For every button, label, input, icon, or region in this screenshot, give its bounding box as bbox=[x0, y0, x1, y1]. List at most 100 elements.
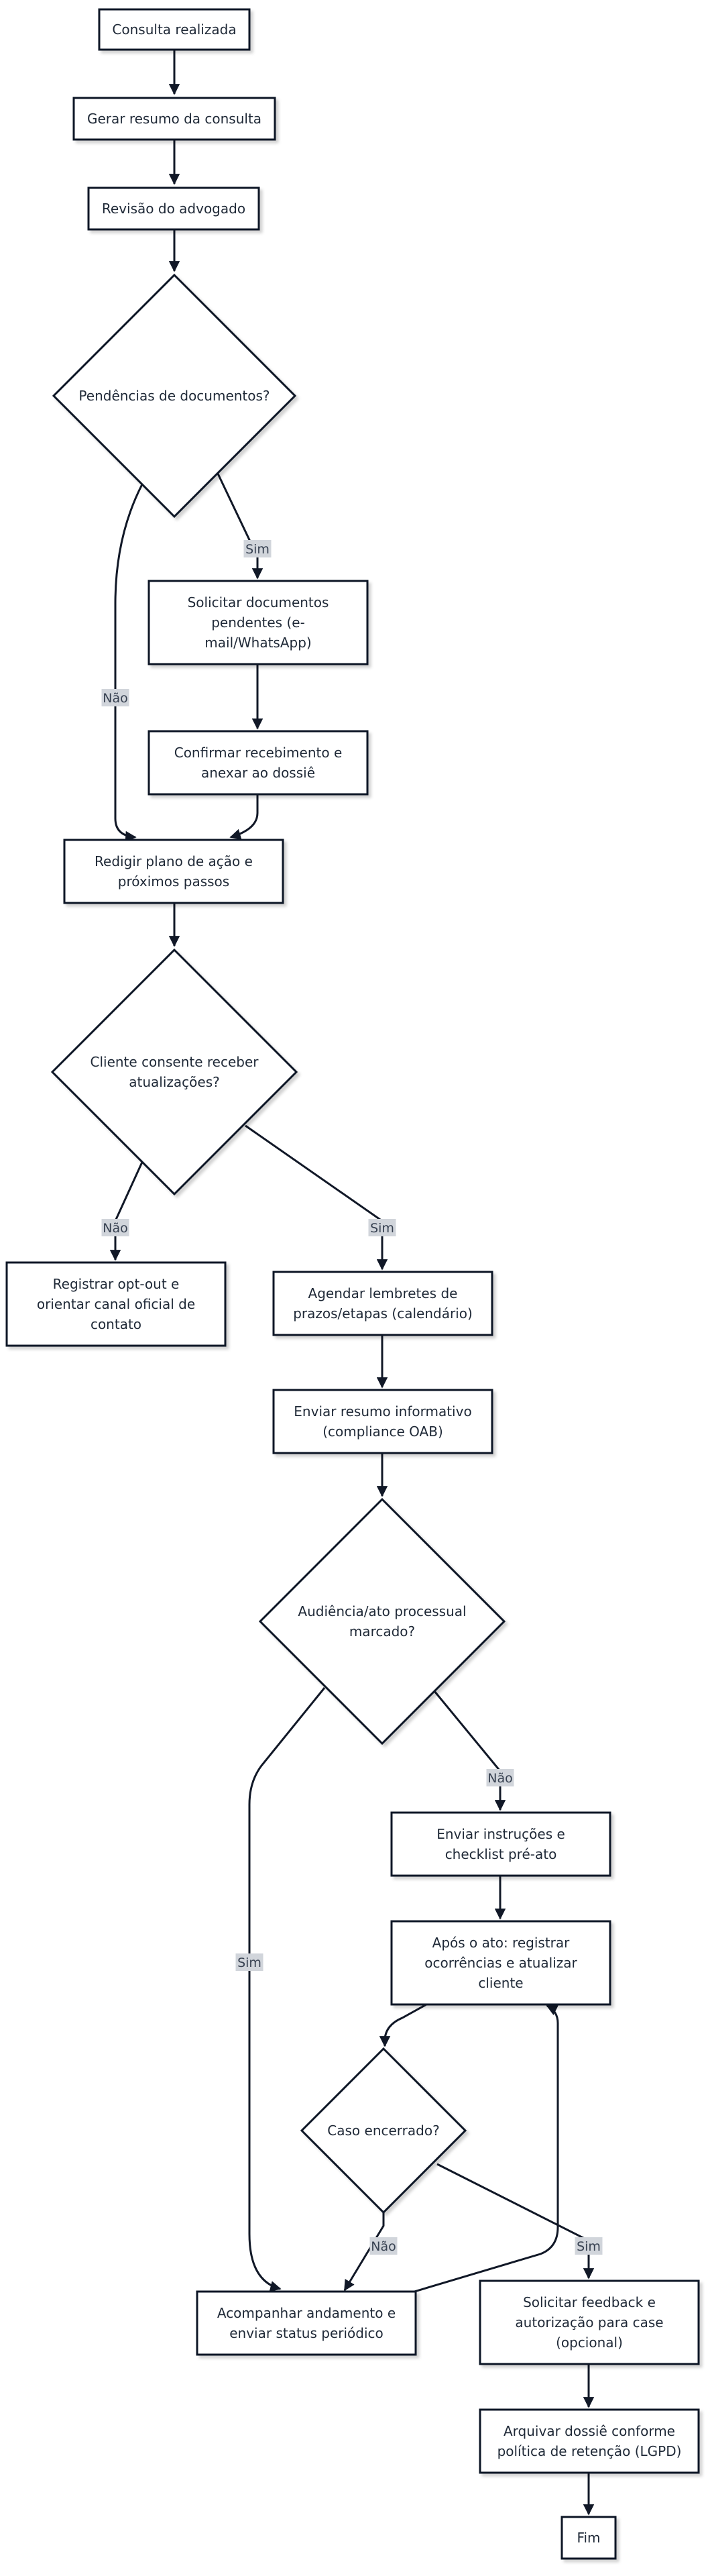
node-label-line: Arquivar dossiê conforme bbox=[504, 2423, 675, 2439]
decision-diamond bbox=[52, 273, 297, 519]
node-label-line: Confirmar recebimento e bbox=[174, 745, 343, 761]
process-box bbox=[98, 8, 251, 51]
edge-d2-to-n7 bbox=[109, 1159, 145, 1261]
node-label-line: Revisão do advogado bbox=[102, 201, 245, 217]
edge-label: Sim bbox=[243, 540, 272, 557]
node-label-line: enviar status periódico bbox=[229, 2325, 384, 2341]
edge-label-text: Não bbox=[371, 2239, 396, 2254]
process-node-n9: Enviar resumo informativo(compliance OAB… bbox=[272, 1389, 493, 1454]
edge-label-background bbox=[235, 1953, 263, 1971]
process-node-n15: Fim bbox=[560, 2516, 617, 2560]
process-node-n12: Acompanhar andamento e enviar status peri… bbox=[196, 2290, 417, 2356]
process-node-n5: Confirmar recebimento e anexar ao dossiê bbox=[148, 730, 369, 796]
node-label-line: Consulta realizada bbox=[112, 21, 236, 38]
node-label-line: Redigir plano de ação e bbox=[95, 853, 253, 869]
node-label-line: pendentes (e- bbox=[211, 614, 305, 631]
process-box bbox=[72, 97, 276, 141]
decision-diamond bbox=[50, 948, 298, 1196]
edge-label-text: Não bbox=[487, 1771, 512, 1786]
node-label-line: contato bbox=[91, 1316, 141, 1332]
process-node-n2: Gerar resumo da consulta bbox=[72, 97, 276, 141]
node-label-line: prazos/etapas (calendário) bbox=[293, 1305, 473, 1322]
node-label-line: Cliente consente receber bbox=[91, 1054, 259, 1070]
node-label-line: anexar ao dossiê bbox=[201, 765, 315, 781]
node-label-line: cliente bbox=[478, 1975, 523, 1991]
edge-label-background bbox=[575, 2237, 603, 2255]
node-label-line: Solicitar feedback e bbox=[523, 2294, 656, 2310]
process-node-n7: Registrar opt-out e orientar canal oficia… bbox=[5, 1261, 227, 1347]
edge-d3-to-n10 bbox=[248, 1687, 326, 2292]
edge-d4-to-n12 bbox=[343, 2212, 385, 2292]
node-label-line: próximos passos bbox=[118, 873, 229, 890]
process-box bbox=[272, 1389, 493, 1454]
process-box bbox=[87, 186, 260, 231]
decision-diamond bbox=[300, 2047, 467, 2214]
process-node-n14: Arquivar dossiê conforme política de rete… bbox=[479, 2408, 700, 2474]
node-label-line: marcado? bbox=[349, 1623, 415, 1640]
process-box bbox=[479, 2279, 700, 2365]
edge-n11-to-d4 bbox=[379, 2003, 427, 2047]
process-box bbox=[390, 1920, 611, 2006]
edge-label: Não bbox=[101, 1219, 129, 1236]
edge-label-background bbox=[368, 1219, 396, 1236]
edge-label: Não bbox=[101, 689, 129, 706]
edge-label-text: Não bbox=[103, 1221, 127, 1236]
edge-label-text: Sim bbox=[245, 542, 270, 557]
process-box bbox=[63, 839, 284, 904]
process-box bbox=[148, 580, 369, 665]
node-label-line: orientar canal oficial de bbox=[37, 1296, 195, 1312]
process-box bbox=[148, 730, 369, 796]
node-label-line: Fim bbox=[577, 2530, 600, 2546]
node-label-line: (compliance OAB) bbox=[322, 1424, 443, 1440]
edge-d4-to-n13 bbox=[436, 2163, 595, 2279]
node-label-line: política de retenção (LGPD) bbox=[497, 2443, 682, 2459]
edge-label-background bbox=[369, 2237, 398, 2255]
node-label-line: Agendar lembretes de bbox=[308, 1285, 458, 1301]
edge-n12-to-n11 bbox=[414, 2004, 559, 2293]
edge-label: Não bbox=[486, 1769, 514, 1786]
edge-label-text: Sim bbox=[577, 2239, 601, 2254]
edge-d1-to-n4 bbox=[216, 472, 263, 580]
process-box bbox=[390, 1811, 611, 1877]
decision-node-d1: Pendências de documentos? bbox=[52, 273, 297, 519]
process-box bbox=[560, 2516, 617, 2560]
process-box bbox=[272, 1271, 493, 1336]
process-node-n6: Redigir plano de ação e próximos passos bbox=[63, 839, 284, 904]
edge-label: Não bbox=[369, 2237, 398, 2255]
decision-node-d2: Cliente consente receber atualizações? bbox=[50, 948, 298, 1196]
node-label-line: Após o ato: registrar bbox=[432, 1935, 570, 1951]
decision-diamond bbox=[258, 1497, 506, 1746]
process-node-n8: Agendar lembretes de prazos/etapas (calen… bbox=[272, 1271, 493, 1336]
process-node-n1: Consulta realizada bbox=[98, 8, 251, 51]
node-label-line: Solicitar documentos bbox=[188, 594, 329, 610]
edge-label: Sim bbox=[235, 1953, 263, 1971]
edge-n5-to-n6 bbox=[229, 794, 259, 840]
process-box bbox=[196, 2290, 417, 2356]
edge-label-text: Sim bbox=[237, 1955, 261, 1970]
edge-label: Sim bbox=[368, 1219, 396, 1236]
node-label-line: Gerar resumo da consulta bbox=[87, 111, 261, 127]
edge-d3-to-n12 bbox=[433, 1690, 506, 1811]
node-label-line: checklist pré-ato bbox=[445, 1846, 557, 1862]
node-label-line: atualizações? bbox=[129, 1074, 219, 1090]
node-label-line: Pendências de documentos? bbox=[78, 388, 270, 404]
node-label-line: Audiência/ato processual bbox=[298, 1603, 466, 1619]
edge-d1-to-n6 bbox=[114, 484, 143, 843]
edge-label-text: Não bbox=[103, 691, 127, 706]
process-box bbox=[479, 2408, 700, 2474]
process-box bbox=[5, 1261, 227, 1347]
edge-label-background bbox=[486, 1769, 514, 1786]
node-label-line: Acompanhar andamento e bbox=[217, 2305, 396, 2321]
process-node-n3: Revisão do advogado bbox=[87, 186, 260, 231]
edge-label-background bbox=[101, 1219, 129, 1236]
edge-label-background bbox=[243, 540, 272, 557]
edge-label-text: Sim bbox=[370, 1221, 394, 1236]
node-label-line: Registrar opt-out e bbox=[53, 1276, 180, 1292]
node-label-line: (opcional) bbox=[556, 2334, 623, 2351]
